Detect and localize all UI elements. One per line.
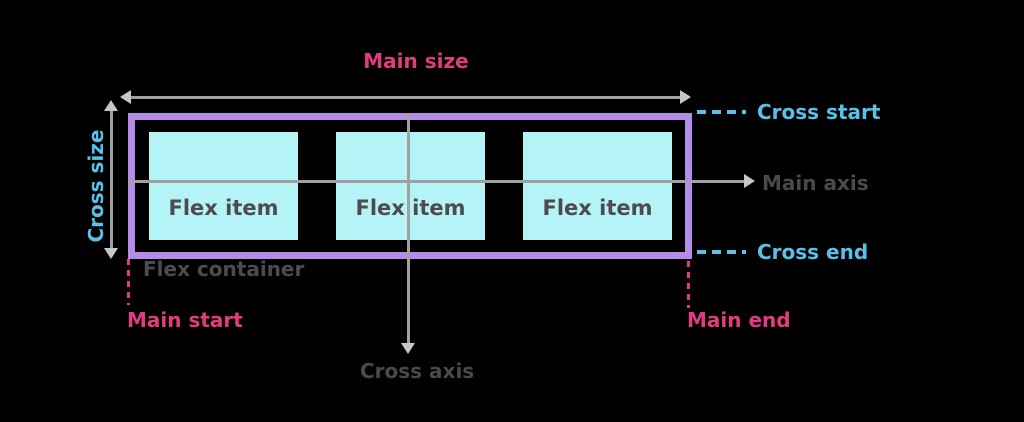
main-axis-line [128, 180, 744, 183]
flex-item-3: Flex item [523, 132, 672, 240]
flex-item-1: Flex item [149, 132, 298, 240]
cross-end-dash-line [697, 250, 746, 254]
main-end-label: Main end [687, 308, 791, 332]
cross-axis-arrowhead-icon [401, 343, 415, 354]
flex-item-2-label: Flex item [355, 196, 466, 220]
cross-start-dash-line [697, 110, 746, 114]
cross-size-arrow-line [110, 107, 113, 252]
flex-item-1-label: Flex item [168, 196, 279, 220]
main-end-dash-line [687, 261, 690, 308]
cross-axis-label: Cross axis [360, 359, 475, 383]
main-start-dash-line [127, 259, 130, 305]
main-size-arrowhead-left-icon [120, 90, 131, 104]
main-size-label: Main size [363, 49, 469, 73]
cross-start-label: Cross start [757, 100, 881, 124]
main-size-arrow-line [126, 96, 688, 99]
main-axis-label: Main axis [762, 171, 869, 195]
cross-size-arrowhead-up-icon [104, 100, 118, 111]
main-size-arrowhead-right-icon [680, 90, 691, 104]
flex-item-3-label: Flex item [542, 196, 653, 220]
cross-end-label: Cross end [757, 240, 869, 264]
cross-axis-line [407, 113, 410, 343]
cross-size-label: Cross size [84, 129, 108, 243]
cross-size-arrowhead-down-icon [104, 248, 118, 259]
main-start-label: Main start [127, 308, 243, 332]
flex-container-box [128, 113, 692, 259]
flex-item-2: Flex item [336, 132, 485, 240]
flex-container-label: Flex container [143, 257, 305, 281]
main-axis-arrowhead-icon [744, 174, 755, 188]
